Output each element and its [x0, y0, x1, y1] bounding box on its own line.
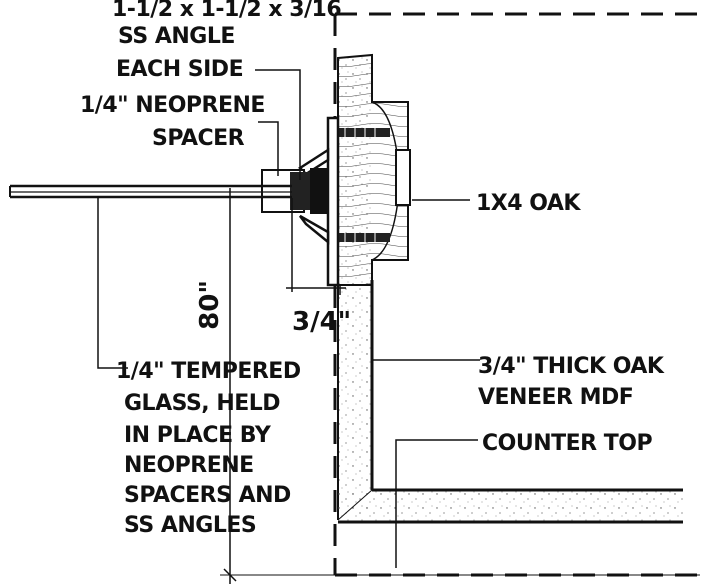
label-glass-line1: 1/4" TEMPERED	[116, 359, 301, 384]
ss-angle	[298, 116, 340, 287]
label-neoprene-spacer: 1/4" NEOPRENE SPACER	[80, 93, 265, 151]
leader-lines	[97, 69, 480, 568]
label-angle-line1: 1-1/2 x 1-1/2 x 3/16	[112, 0, 341, 22]
label-spacer-line1: 1/4" NEOPRENE	[80, 93, 265, 118]
label-ss-angle: 1-1/2 x 1-1/2 x 3/16 SS ANGLE EACH SIDE	[112, 0, 342, 82]
label-angle-line2: SS ANGLE	[118, 24, 235, 49]
dim-3-4-line	[286, 198, 346, 295]
tempered-glass	[9, 184, 292, 199]
counter-top-panel	[337, 488, 683, 524]
label-glass-line3: IN PLACE BY	[124, 423, 272, 448]
label-angle-line3: EACH SIDE	[116, 57, 243, 82]
neoprene-spacer	[261, 168, 328, 214]
dim-3-4-text: 3/4"	[292, 307, 351, 337]
oak-block	[337, 53, 411, 286]
dim-80-line	[220, 188, 700, 584]
label-glass: 1/4" TEMPERED GLASS, HELD IN PLACE BY NE…	[116, 359, 301, 538]
label-counter-top: COUNTER TOP	[482, 431, 652, 456]
label-spacer-line2: SPACER	[152, 126, 245, 151]
dim-80-text: 80"	[195, 280, 225, 330]
label-veneer-line2: VENEER MDF	[478, 385, 633, 410]
label-glass-line6: SS ANGLES	[124, 513, 256, 538]
label-glass-line2: GLASS, HELD	[124, 391, 280, 416]
label-glass-line4: NEOPRENE	[124, 453, 254, 478]
label-oak: 1X4 OAK	[476, 191, 581, 216]
label-veneer-line1: 3/4" THICK OAK	[478, 354, 665, 379]
label-veneer: 3/4" THICK OAK VENEER MDF	[478, 354, 665, 410]
label-glass-line5: SPACERS AND	[124, 483, 291, 508]
